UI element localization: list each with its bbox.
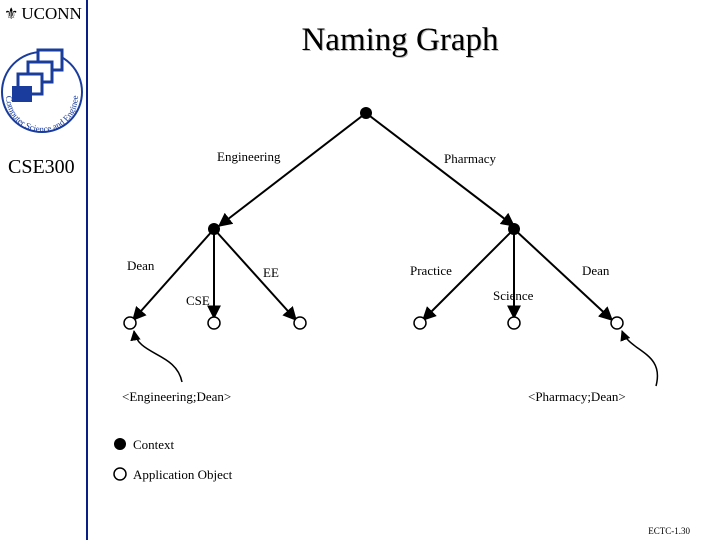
legend-context-icon — [114, 438, 126, 450]
object-node-cse — [207, 316, 221, 330]
legend-application-object-label: Application Object — [133, 467, 233, 482]
slide-title: Naming Graph — [301, 22, 499, 58]
legend-application-object-icon — [113, 467, 127, 481]
uconn-brand: ⚜ UCONN — [4, 4, 82, 24]
name-label-right: <Pharmacy;Dean> — [528, 389, 626, 404]
object-node-ee — [293, 316, 307, 330]
label-science: Science — [493, 288, 534, 303]
edge-dean-right — [513, 228, 614, 321]
object-node-practice — [413, 316, 427, 330]
name-curve-left — [130, 329, 183, 383]
edge-practice — [422, 228, 515, 321]
context-node-engineering — [208, 223, 220, 235]
object-node-dean-right — [610, 316, 624, 330]
department-logo: Computer Science and Engineering — [0, 30, 83, 134]
label-pharmacy: Pharmacy — [444, 151, 496, 166]
name-label-left: <Engineering;Dean> — [122, 389, 232, 404]
label-dean-left: Dean — [127, 258, 155, 273]
name-curve-right — [620, 330, 659, 387]
edge-dean-left — [132, 228, 215, 322]
uconn-seal-icon: ⚜ — [4, 6, 19, 23]
label-practice: Practice — [410, 263, 452, 278]
brand-text: UCONN — [21, 4, 82, 23]
label-engineering: Engineering — [217, 149, 281, 164]
edge-ee — [213, 228, 297, 322]
label-ee: EE — [263, 265, 279, 280]
legend-context-label: Context — [133, 437, 175, 452]
edge-pharmacy — [365, 112, 516, 227]
context-node-pharmacy — [508, 223, 520, 235]
object-node-science — [507, 316, 521, 330]
label-cse: CSE — [186, 293, 210, 308]
slide-footer: ECTC-1.30 — [648, 526, 690, 536]
context-node-root — [360, 107, 372, 119]
label-dean-right: Dean — [582, 263, 610, 278]
course-code: CSE300 — [8, 156, 75, 178]
stacked-windows-icon — [12, 48, 64, 102]
edge-engineering — [217, 112, 367, 227]
sidebar: ⚜ UCONN Computer Science and Engineering… — [0, 0, 88, 540]
object-node-dean-left — [123, 316, 137, 330]
